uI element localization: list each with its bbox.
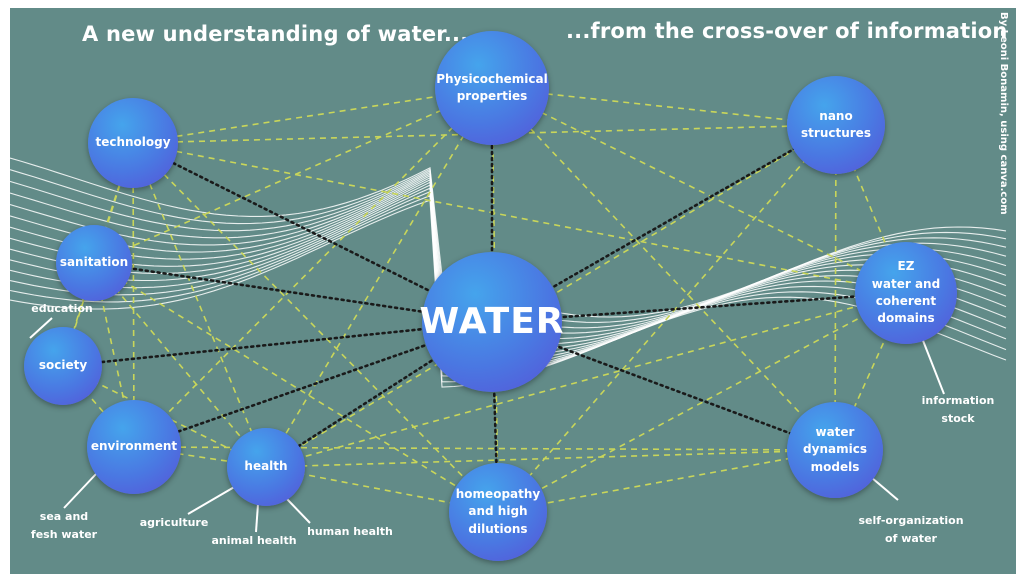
node-health: health bbox=[227, 428, 305, 506]
dashed-link-technology-environment bbox=[132, 142, 135, 448]
dashed-link-sanitation-health bbox=[93, 262, 267, 468]
node-label: technology bbox=[95, 135, 171, 150]
title-right: ...from the cross-over of information bbox=[566, 19, 1008, 43]
annotation-animal-health: animal health bbox=[211, 534, 297, 547]
annotation-agriculture: agriculture bbox=[139, 516, 209, 529]
annotation-sea-water: sea and fesh water bbox=[30, 510, 98, 541]
node-nano-structures: nano structures bbox=[787, 76, 885, 174]
node-label: nano structures bbox=[801, 108, 871, 140]
node-ez-water: EZ water and coherent domains bbox=[855, 242, 957, 344]
node-label: health bbox=[244, 459, 288, 474]
annotation-link-sea-water bbox=[63, 473, 97, 509]
node-label: WATER bbox=[419, 300, 565, 342]
dashed-link-dynamics-homeopathy bbox=[497, 449, 836, 513]
dashed-link-ez-health bbox=[265, 292, 907, 468]
node-water: WATER bbox=[419, 252, 565, 392]
dashed-link-sanitation-homeopathy bbox=[93, 262, 499, 513]
dashed-link-nano-ez bbox=[835, 124, 907, 294]
annotation-human-health: human health bbox=[307, 525, 393, 538]
dashed-link-technology-health bbox=[132, 142, 267, 468]
diagram-panel: A new understanding of water... ...from … bbox=[10, 8, 1016, 574]
node-label: Physicochemical properties bbox=[436, 71, 548, 103]
dashed-link-physico-environment bbox=[133, 87, 493, 448]
annotation-link-education bbox=[29, 317, 53, 339]
node-label: environment bbox=[90, 439, 178, 454]
dashed-link-nano-homeopathy bbox=[497, 124, 837, 513]
annotation-link-animal-health bbox=[255, 503, 259, 533]
node-label: water dynamics models bbox=[803, 424, 867, 474]
node-society: society bbox=[24, 327, 102, 405]
dashed-link-technology-homeopathy bbox=[132, 142, 499, 513]
dotted-link-water-society bbox=[61, 320, 494, 368]
title-left: A new understanding of water... bbox=[82, 22, 469, 46]
node-label: sanitation bbox=[59, 255, 129, 270]
annotation-link-agriculture bbox=[187, 485, 237, 515]
credit-text: By Leoni Bonamin, using canva.com bbox=[998, 12, 1009, 215]
node-water-dynamics: water dynamics models bbox=[787, 402, 883, 498]
dashed-link-dynamics-health bbox=[265, 449, 836, 468]
dashed-link-technology-nano bbox=[132, 124, 837, 144]
node-environment: environment bbox=[87, 400, 181, 494]
node-homeopathy: homeopathy and high dilutions bbox=[449, 463, 547, 561]
dashed-link-physico-nano bbox=[491, 87, 837, 126]
annotation-self-organization: self-organization of water bbox=[858, 514, 964, 545]
dashed-link-technology-physico bbox=[132, 87, 493, 144]
dashed-link-physico-health bbox=[265, 87, 493, 468]
node-label: society bbox=[38, 358, 88, 373]
dashed-link-ez-homeopathy bbox=[497, 292, 907, 513]
annotation-link-self-organization bbox=[871, 477, 899, 501]
annotation-information-stock: information stock bbox=[921, 394, 995, 425]
node-sanitation: sanitation bbox=[56, 225, 132, 301]
node-physicochemical: Physicochemical properties bbox=[435, 31, 549, 145]
node-label: EZ water and coherent domains bbox=[871, 259, 941, 326]
annotation-link-information-stock bbox=[921, 337, 945, 395]
annotation-link-human-health bbox=[285, 497, 311, 524]
node-technology: technology bbox=[88, 98, 178, 188]
node-label: homeopathy and high dilutions bbox=[455, 486, 541, 536]
annotation-education: education bbox=[31, 302, 93, 315]
